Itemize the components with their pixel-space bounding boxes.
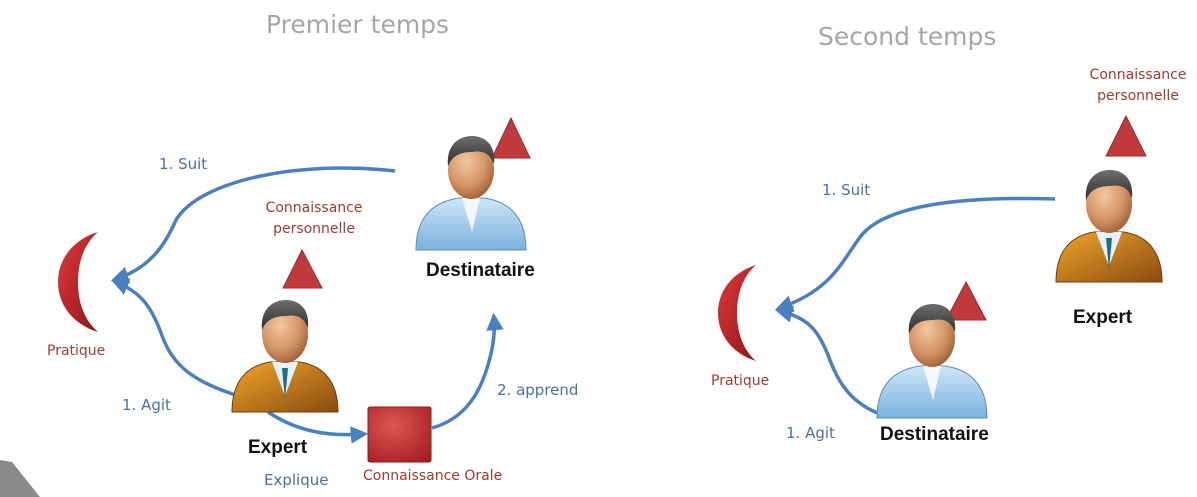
label-personal-knowledge-line1: Connaissance	[265, 200, 363, 216]
label-personal-knowledge-right: Connaissance personnelle	[1082, 65, 1194, 107]
arrow-suit-left	[111, 166, 396, 284]
triangle-icon	[945, 280, 987, 321]
crescent-moon-icon	[58, 232, 98, 332]
arrow-agit-right	[774, 305, 889, 419]
triangle-icon	[282, 248, 323, 289]
label-agit-right: 1. Agit	[786, 424, 835, 442]
label-oral-knowledge: Connaissance Orale	[363, 468, 503, 484]
label-agit-left: 1. Agit	[122, 396, 171, 414]
label-suit-right: 1. Suit	[822, 181, 871, 199]
person-expert-icon	[231, 300, 339, 413]
label-pratique-left: Pratique	[47, 343, 106, 359]
label-personal-knowledge-line1: Connaissance	[1089, 67, 1187, 83]
person-destinataire-icon	[876, 304, 988, 419]
label-personal-knowledge-left: Connaissance personnelle	[258, 198, 370, 240]
label-pratique-right: Pratique	[711, 373, 770, 389]
label-personal-knowledge-line2: personnelle	[273, 221, 355, 237]
arrow-explique	[267, 410, 369, 444]
person-destinataire-icon	[415, 136, 527, 251]
arrow-apprend	[431, 312, 504, 430]
corner-decoration	[0, 460, 40, 497]
arrow-agit-left	[111, 278, 243, 399]
triangle-icon	[491, 116, 531, 159]
role-label-destinataire-right: Destinataire	[880, 424, 989, 445]
arrow-suit-right	[775, 196, 1056, 313]
label-apprend: 2. apprend	[497, 381, 579, 399]
label-explique: Explique	[264, 471, 329, 489]
label-personal-knowledge-line2: personnelle	[1097, 88, 1179, 104]
role-label-expert-right: Expert	[1073, 307, 1133, 328]
square-icon	[367, 406, 432, 463]
crescent-moon-icon	[718, 265, 756, 361]
role-label-destinataire-left: Destinataire	[426, 260, 535, 281]
person-expert-icon	[1055, 170, 1163, 283]
panel-title-right: Second temps	[818, 22, 997, 51]
role-label-expert-left: Expert	[248, 437, 308, 458]
triangle-icon	[1105, 114, 1147, 157]
label-suit-left: 1. Suit	[159, 155, 208, 173]
panel-title-left: Premier temps	[266, 10, 450, 39]
